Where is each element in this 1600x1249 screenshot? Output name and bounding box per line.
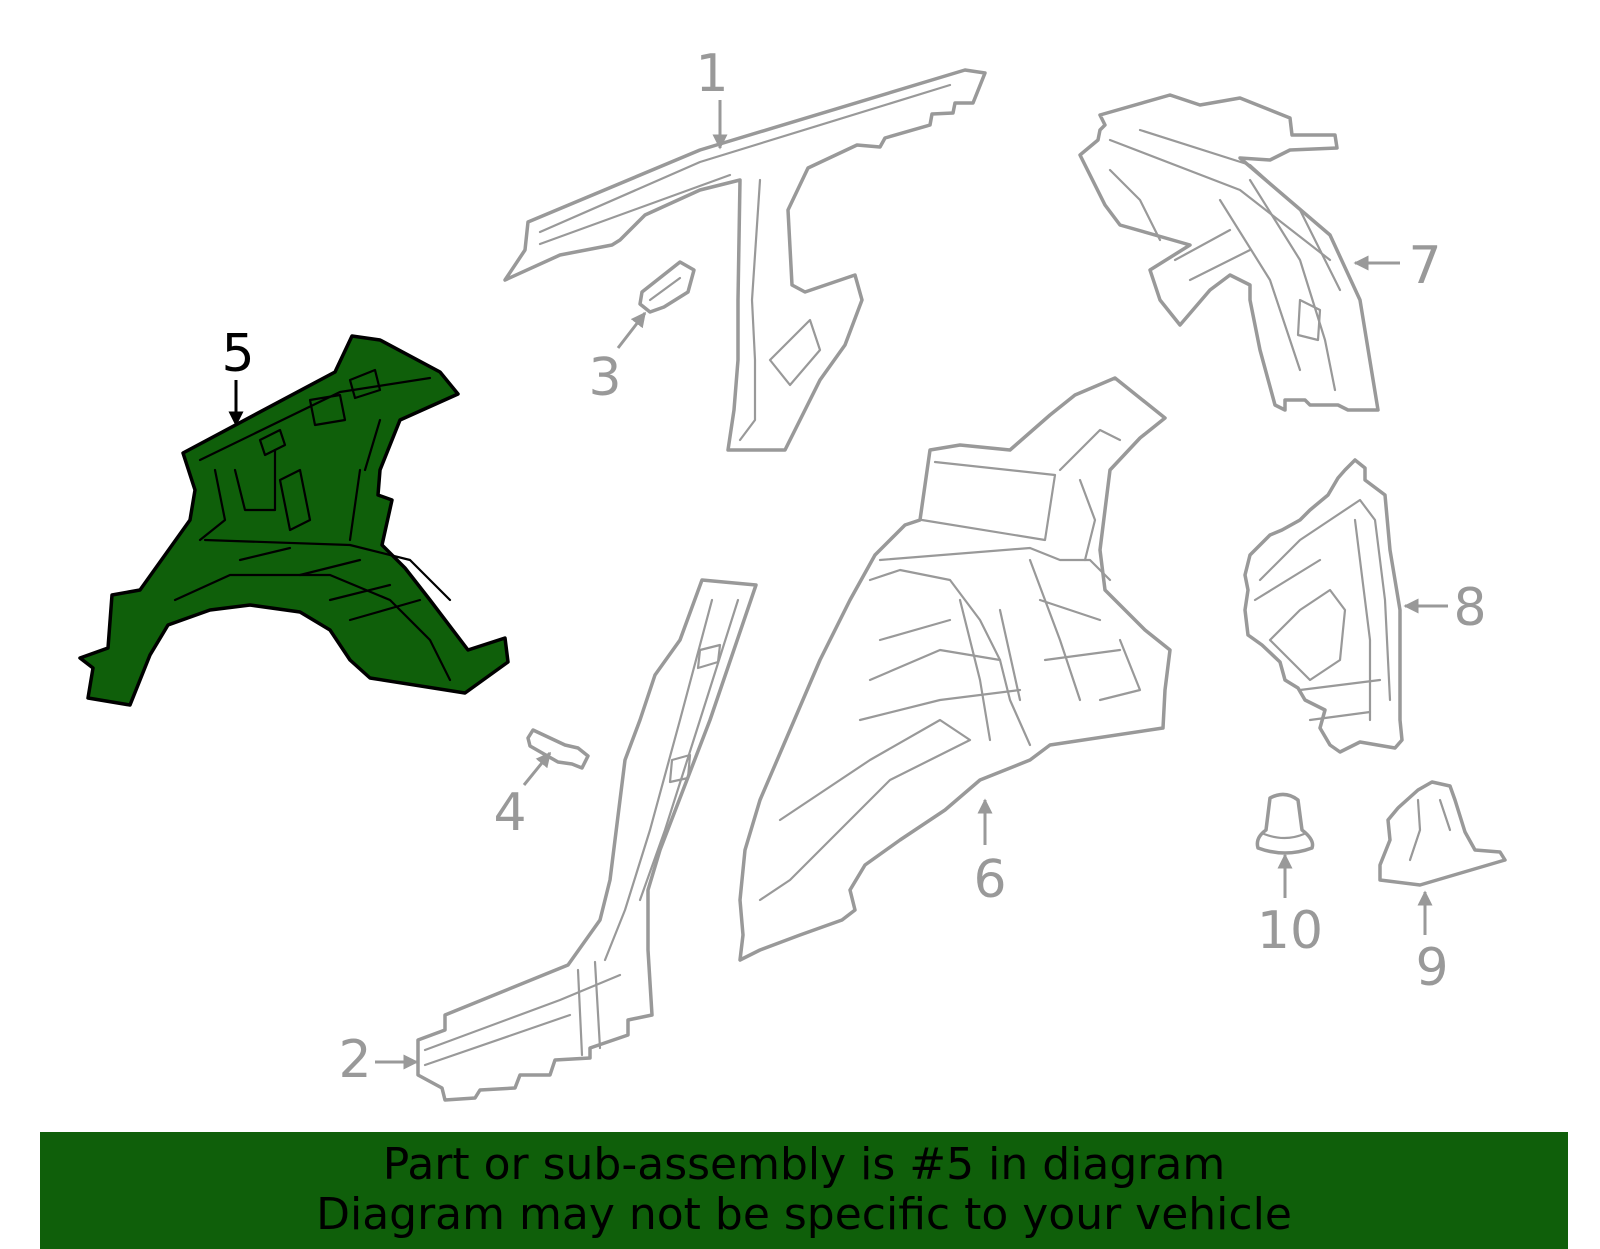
- callout-5: 5: [221, 324, 255, 427]
- svg-text:8: 8: [1453, 578, 1486, 638]
- callout-10: 10: [1257, 853, 1323, 961]
- callout-3: 3: [588, 311, 647, 408]
- banner-line-1: Part or sub-assembly is #5 in diagram: [382, 1139, 1226, 1190]
- part-1-roof-rail[interactable]: [503, 68, 987, 452]
- callout-9: 9: [1415, 890, 1449, 998]
- svg-text:3: 3: [588, 348, 621, 408]
- parts-diagram: 1 3 5 4: [78, 44, 1507, 1102]
- callout-7: 7: [1353, 236, 1442, 296]
- part-6-quarter-inner[interactable]: [738, 376, 1172, 962]
- part-7-upper-reinforcement[interactable]: [1078, 93, 1380, 412]
- callout-8: 8: [1403, 578, 1487, 638]
- callout-6: 6: [973, 798, 1007, 910]
- svg-text:9: 9: [1415, 938, 1448, 998]
- part-9-support[interactable]: [1378, 780, 1507, 887]
- part-5-inner-panel[interactable]: [78, 334, 510, 707]
- callout-4: 4: [493, 751, 552, 843]
- svg-text:1: 1: [695, 44, 728, 104]
- banner-line-2: Diagram may not be specific to your vehi…: [316, 1189, 1292, 1240]
- svg-text:4: 4: [493, 783, 526, 843]
- part-10-grommet[interactable]: [1255, 792, 1315, 855]
- svg-text:5: 5: [221, 324, 254, 384]
- callout-1: 1: [695, 44, 729, 150]
- callout-2: 2: [338, 1030, 419, 1090]
- info-banner: Part or sub-assembly is #5 in diagram Di…: [40, 1132, 1568, 1249]
- svg-text:6: 6: [973, 850, 1006, 910]
- svg-text:7: 7: [1408, 236, 1441, 296]
- svg-text:2: 2: [338, 1030, 371, 1090]
- part-4-clip[interactable]: [526, 728, 590, 770]
- svg-text:10: 10: [1257, 901, 1323, 961]
- part-3-bracket[interactable]: [638, 260, 696, 314]
- part-8-wheelhouse-extension[interactable]: [1243, 458, 1404, 754]
- part-2-pillar-rocker[interactable]: [416, 578, 758, 1102]
